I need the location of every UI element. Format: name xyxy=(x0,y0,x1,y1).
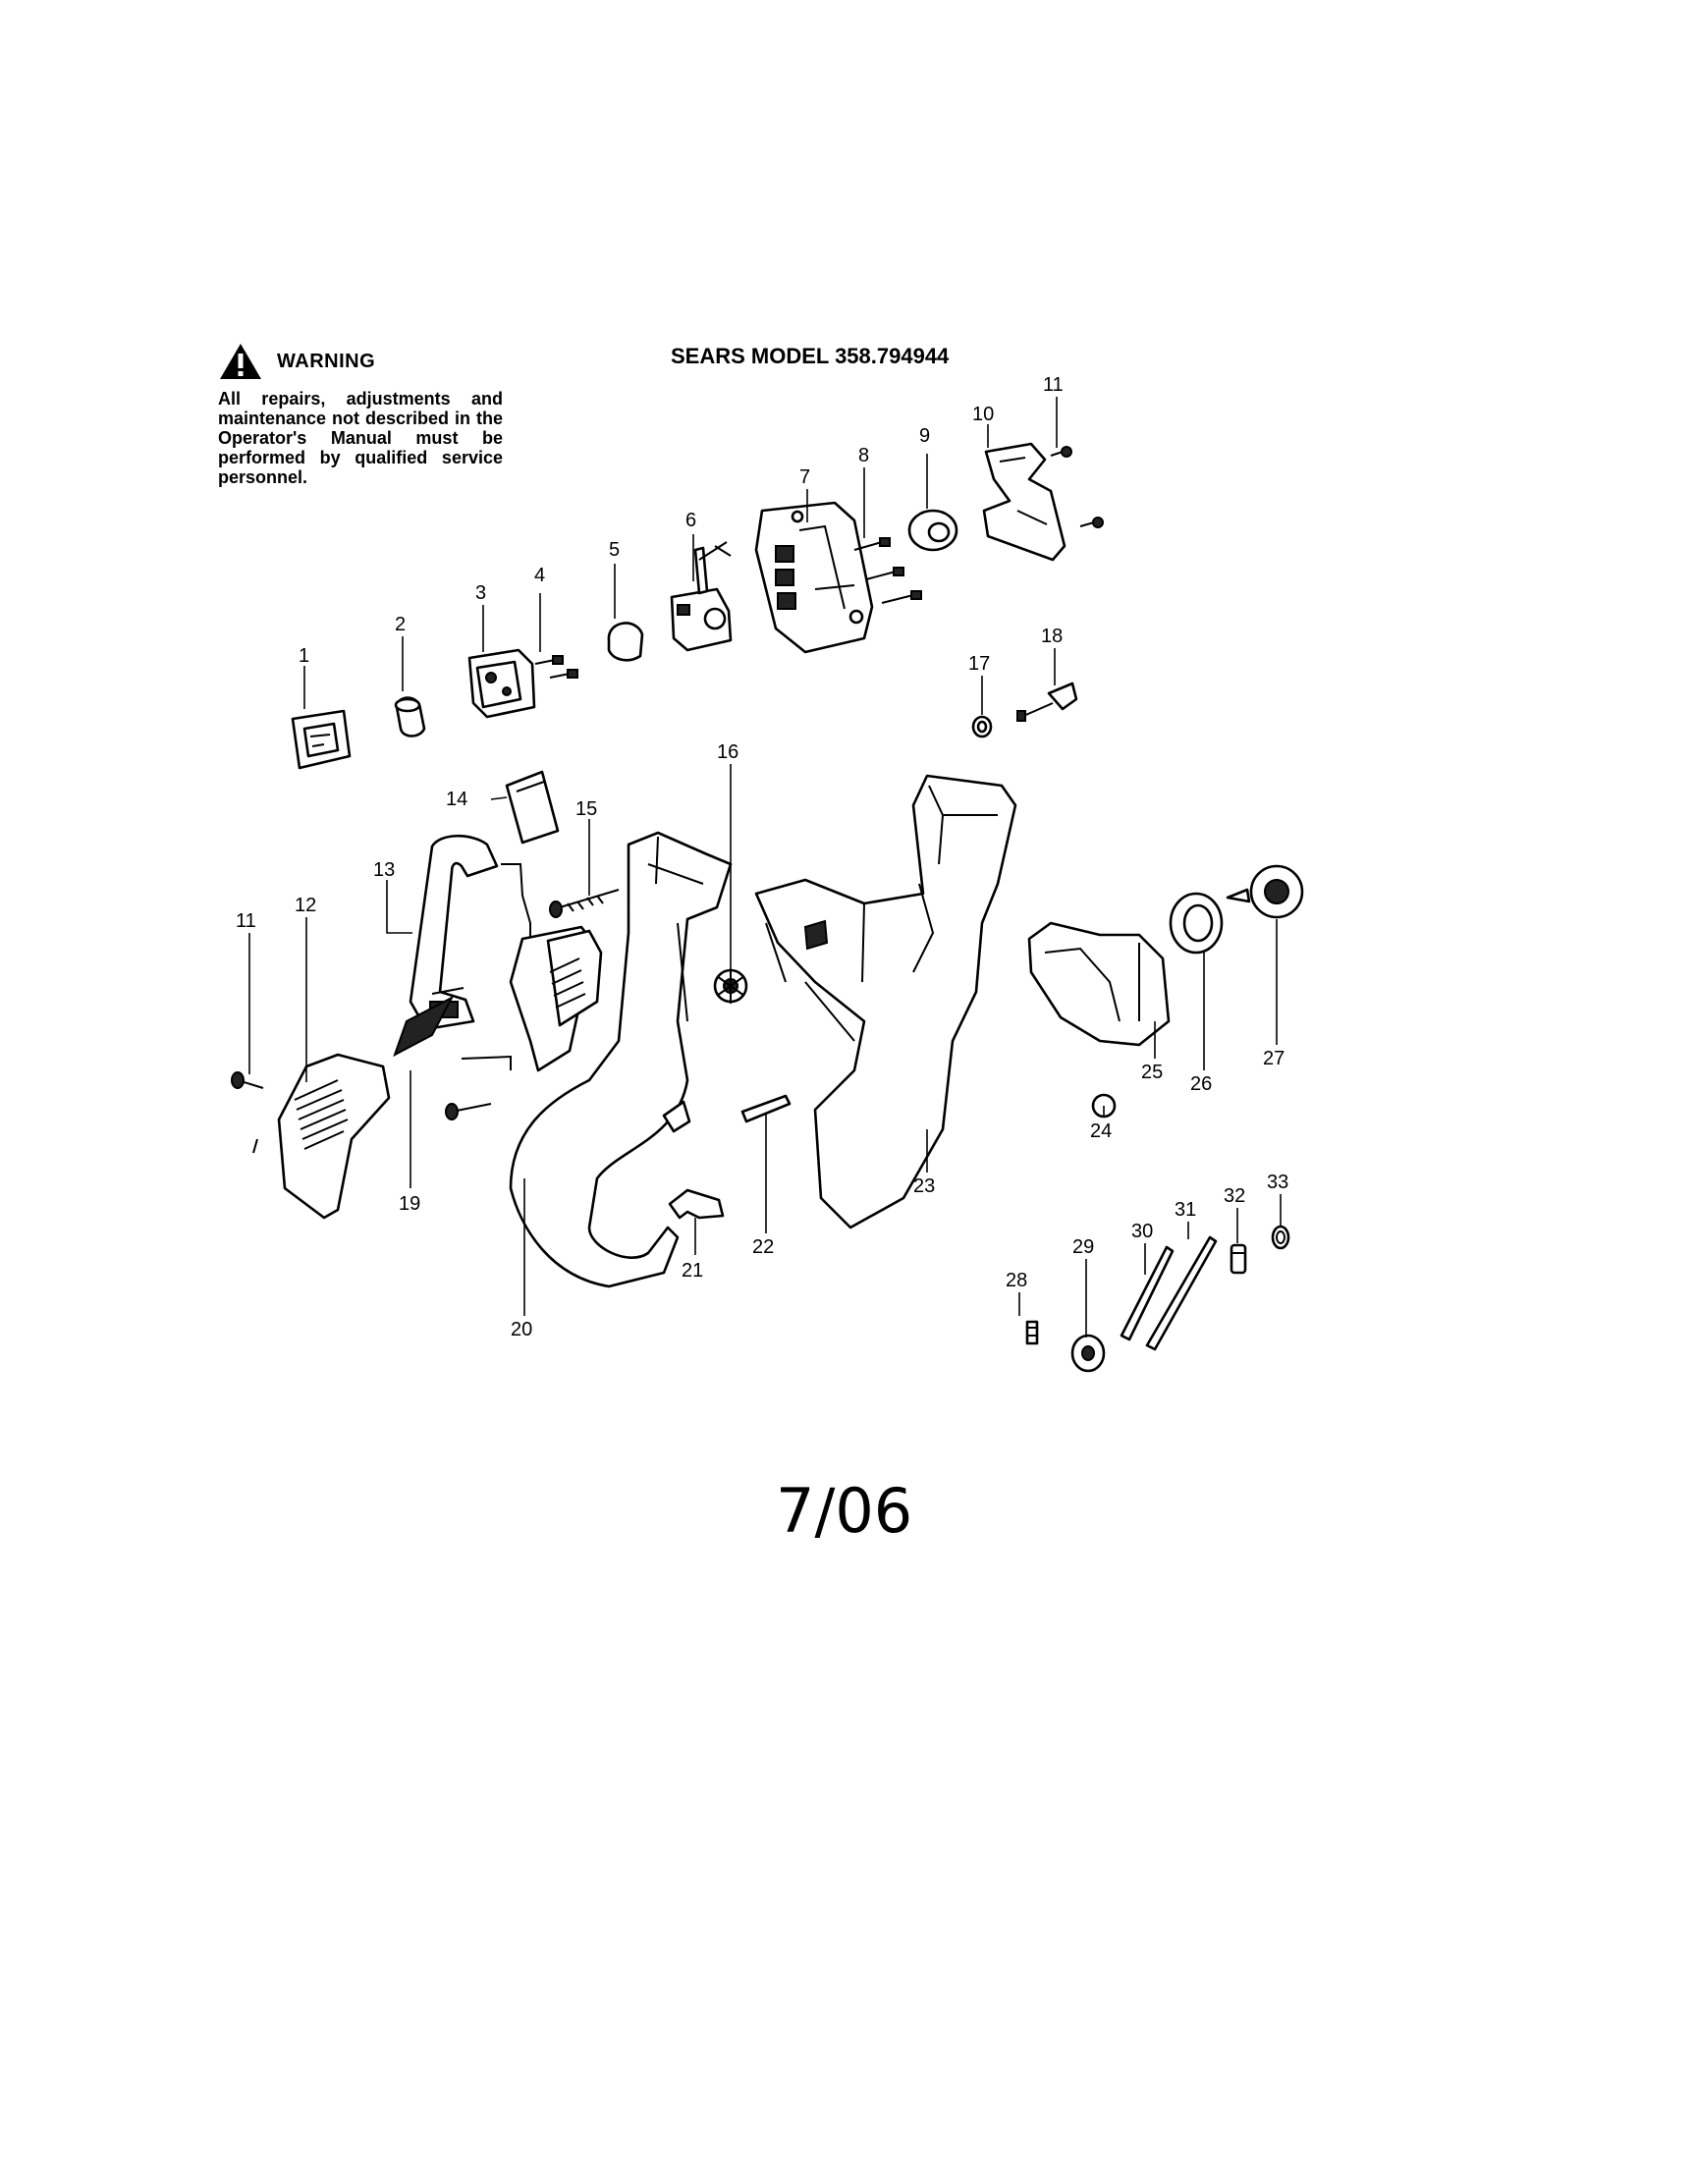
warning-text: All repairs, adjustments and maintenance… xyxy=(218,389,503,487)
callout-10: 10 xyxy=(972,404,994,425)
part-23-housing-half xyxy=(754,774,1017,1229)
callout-1: 1 xyxy=(299,645,309,667)
part-2-plug xyxy=(394,696,426,737)
part-31-fuel-line xyxy=(1145,1235,1218,1351)
callout-20: 20 xyxy=(511,1319,532,1340)
callout-26: 26 xyxy=(1190,1073,1212,1095)
callout-14: 14 xyxy=(446,789,467,810)
callout-8: 8 xyxy=(858,445,869,466)
callout-numbers: 1 2 3 4 5 6 7 8 9 10 11 17 18 14 15 16 1… xyxy=(236,374,1288,1340)
callout-24: 24 xyxy=(1090,1120,1112,1142)
part-14-pad xyxy=(505,770,560,845)
part-12-cover xyxy=(252,1053,391,1220)
part-25-elbow xyxy=(1027,921,1171,1047)
callout-9: 9 xyxy=(919,425,930,447)
part-8-screws xyxy=(853,537,922,604)
callout-18: 18 xyxy=(1041,626,1063,647)
warning-title: WARNING xyxy=(277,350,376,372)
callout-30: 30 xyxy=(1131,1221,1153,1242)
callout-22: 22 xyxy=(752,1236,774,1258)
part-11-screws-top xyxy=(1050,446,1104,528)
footer-date: 7/06 xyxy=(776,1475,913,1547)
part-29-washer xyxy=(1070,1334,1106,1373)
part-22-pin xyxy=(740,1094,792,1123)
model-title: SEARS MODEL 358.794944 xyxy=(671,344,950,368)
callout-33: 33 xyxy=(1267,1172,1288,1193)
warning-triangle-icon xyxy=(220,344,261,379)
callout-5: 5 xyxy=(609,539,620,561)
part-26-ring xyxy=(1169,892,1224,955)
callout-23: 23 xyxy=(913,1175,935,1197)
callout-11-left: 11 xyxy=(236,910,256,932)
callout-32: 32 xyxy=(1224,1185,1245,1207)
part-5-cap xyxy=(607,622,644,662)
callout-12: 12 xyxy=(295,895,316,916)
warning-block: WARNING All repairs, adjustments and mai… xyxy=(218,342,503,487)
part-21-clip xyxy=(668,1188,725,1220)
part-32-fuel-filter xyxy=(1230,1243,1247,1275)
part-18-knob-bolt xyxy=(1016,682,1078,722)
part-4-screws xyxy=(534,655,578,679)
part-33-grommet xyxy=(1271,1225,1290,1250)
callout-4: 4 xyxy=(534,565,545,586)
callout-3: 3 xyxy=(475,582,486,604)
part-20-blower-housing xyxy=(445,831,733,1288)
callout-19: 19 xyxy=(399,1193,420,1215)
part-27-fan xyxy=(1226,864,1304,919)
callout-2: 2 xyxy=(395,614,406,635)
part-9-washer xyxy=(907,509,958,552)
callout-11-top: 11 xyxy=(1043,374,1064,396)
callout-15: 15 xyxy=(575,798,597,820)
callout-7: 7 xyxy=(799,466,810,488)
warning-header: WARNING xyxy=(218,342,503,381)
part-15-screw xyxy=(549,889,620,918)
callout-17: 17 xyxy=(968,653,990,675)
callout-31: 31 xyxy=(1175,1199,1196,1221)
callout-25: 25 xyxy=(1141,1062,1163,1083)
part-16-gear xyxy=(713,968,748,1004)
part-1-gasket xyxy=(291,709,352,770)
callout-28: 28 xyxy=(1006,1270,1027,1291)
part-11-screw-left xyxy=(231,1071,264,1089)
part-10-bracket xyxy=(982,442,1066,562)
part-7-engine-cover xyxy=(754,501,874,654)
part-6-carburetor xyxy=(670,541,733,652)
part-17-nut xyxy=(971,715,993,738)
callout-21: 21 xyxy=(682,1260,703,1282)
callout-leader-lines xyxy=(248,397,1282,1338)
callout-13: 13 xyxy=(373,859,395,881)
part-3-filter-housing xyxy=(467,648,536,719)
callout-29: 29 xyxy=(1072,1236,1094,1258)
callout-6: 6 xyxy=(685,510,696,531)
part-19-direction-arrow xyxy=(393,995,455,1058)
callout-16: 16 xyxy=(717,741,738,763)
part-28-nut xyxy=(1025,1320,1039,1345)
part-30-fuel-line xyxy=(1120,1245,1175,1341)
callout-27: 27 xyxy=(1263,1048,1285,1069)
